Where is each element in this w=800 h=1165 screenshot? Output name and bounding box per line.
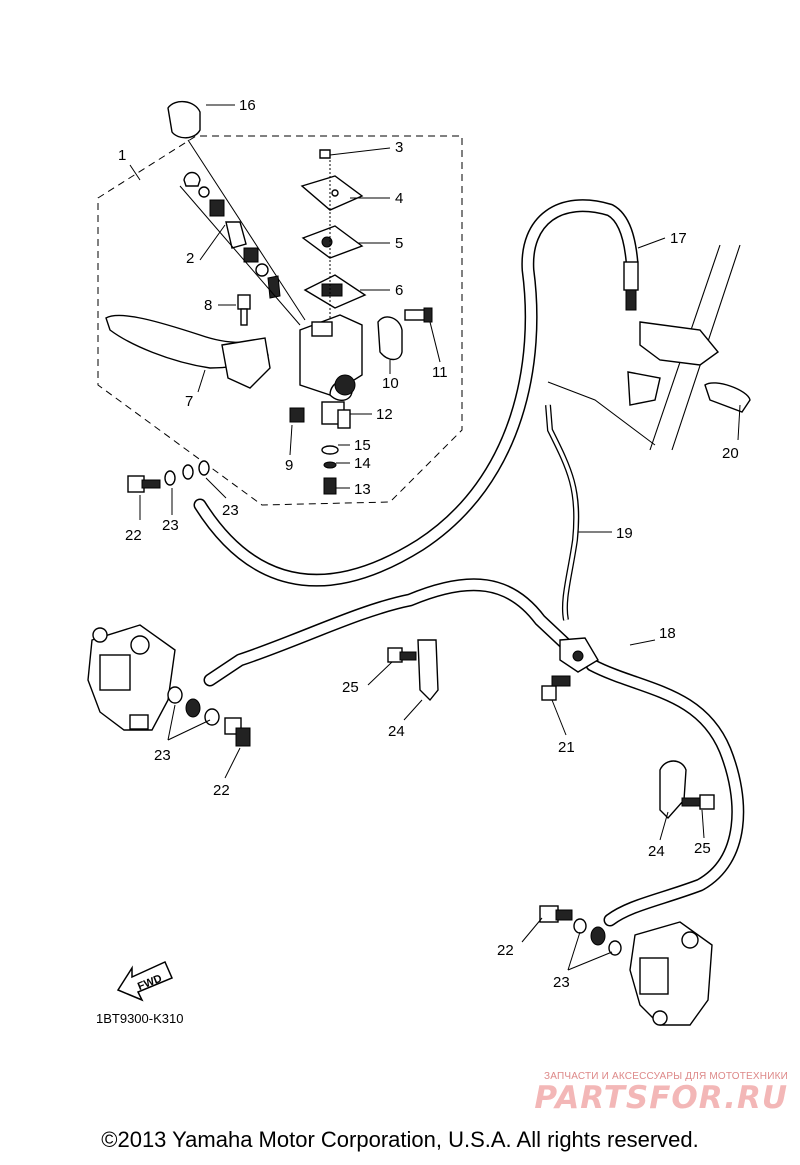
brake-hose-left: [203, 578, 579, 687]
callout-7: 7: [185, 393, 193, 410]
callout-1: 1: [118, 147, 126, 164]
callout-15: 15: [354, 437, 371, 454]
brake-lever: [105, 314, 271, 389]
callout-8: 8: [204, 297, 212, 314]
callout-17: 17: [670, 230, 687, 247]
callout-23-upper-left: 23: [162, 517, 179, 534]
callout-leaders: [129, 104, 741, 971]
callout-labels: 1 2 3 4 5 6 7 8 9 10 11 12 15 14 13 16 1…: [118, 97, 739, 991]
callout-19: 19: [616, 525, 633, 542]
callout-14: 14: [354, 455, 371, 472]
callout-4: 4: [395, 190, 403, 207]
callout-25-middle: 25: [342, 679, 359, 696]
reservoir-stack: [300, 149, 367, 320]
hose-guide-right: [659, 760, 715, 820]
callout-22-right-caliper: 22: [497, 942, 514, 959]
callout-10: 10: [382, 375, 399, 392]
callout-18: 18: [659, 625, 676, 642]
copyright-notice: ©2013 Yamaha Motor Corporation, U.S.A. A…: [101, 1127, 699, 1152]
callout-24-right: 24: [648, 843, 665, 860]
brake-hose-right: [585, 658, 745, 927]
piston-kit: [179, 171, 301, 326]
callout-11: 11: [432, 364, 448, 381]
left-caliper: [87, 624, 251, 747]
callout-25-right: 25: [694, 840, 711, 857]
master-cylinder-body: [299, 314, 363, 402]
lever-bolt: [237, 294, 251, 326]
callout-6: 6: [395, 282, 403, 299]
brake-hose-joint: [541, 637, 599, 701]
watermark: ЗАПЧАСТИ И АКСЕССУАРЫ ДЛЯ МОТОТЕХНИКИ PA…: [488, 1071, 788, 1116]
brake-pipe-19: [545, 404, 580, 621]
front-fork-fitting: [623, 261, 751, 413]
lever-grip-16: [167, 101, 306, 321]
upper-banjo-bolt: [127, 460, 210, 493]
clamp-holder: [377, 307, 433, 361]
callout-23-right-caliper: 23: [553, 974, 570, 991]
callout-21: 21: [558, 739, 575, 756]
watermark-logo: PARTSFOR.RU: [534, 1080, 788, 1116]
callout-23-left-caliper: 23: [154, 747, 171, 764]
callout-24-middle: 24: [388, 723, 405, 740]
callout-2: 2: [186, 250, 194, 267]
callout-9: 9: [285, 457, 293, 474]
brake-hose-upper-loop: [193, 199, 639, 587]
watermark-tagline: ЗАПЧАСТИ И АКСЕССУАРЫ ДЛЯ МОТОТЕХНИКИ: [543, 1071, 788, 1082]
callout-3: 3: [395, 139, 403, 156]
callout-16: 16: [239, 97, 256, 114]
fwd-arrow: FWD: [116, 961, 173, 1002]
master-cylinder-assembly-boundary: [97, 135, 463, 506]
callout-12: 12: [376, 406, 393, 423]
callout-22-upper: 22: [125, 527, 142, 544]
callout-13: 13: [354, 481, 371, 498]
callout-23-upper-right: 23: [222, 502, 239, 519]
pipe-mount-boundary: [547, 381, 656, 446]
switch-parts: [289, 401, 351, 495]
hose-guide-middle: [387, 639, 439, 702]
callout-20: 20: [722, 445, 739, 462]
callout-22-left-caliper: 22: [213, 782, 230, 799]
diagram-part-code: 1BT9300-K310: [96, 1011, 184, 1026]
callout-5: 5: [395, 235, 403, 252]
right-caliper: [539, 905, 713, 1026]
